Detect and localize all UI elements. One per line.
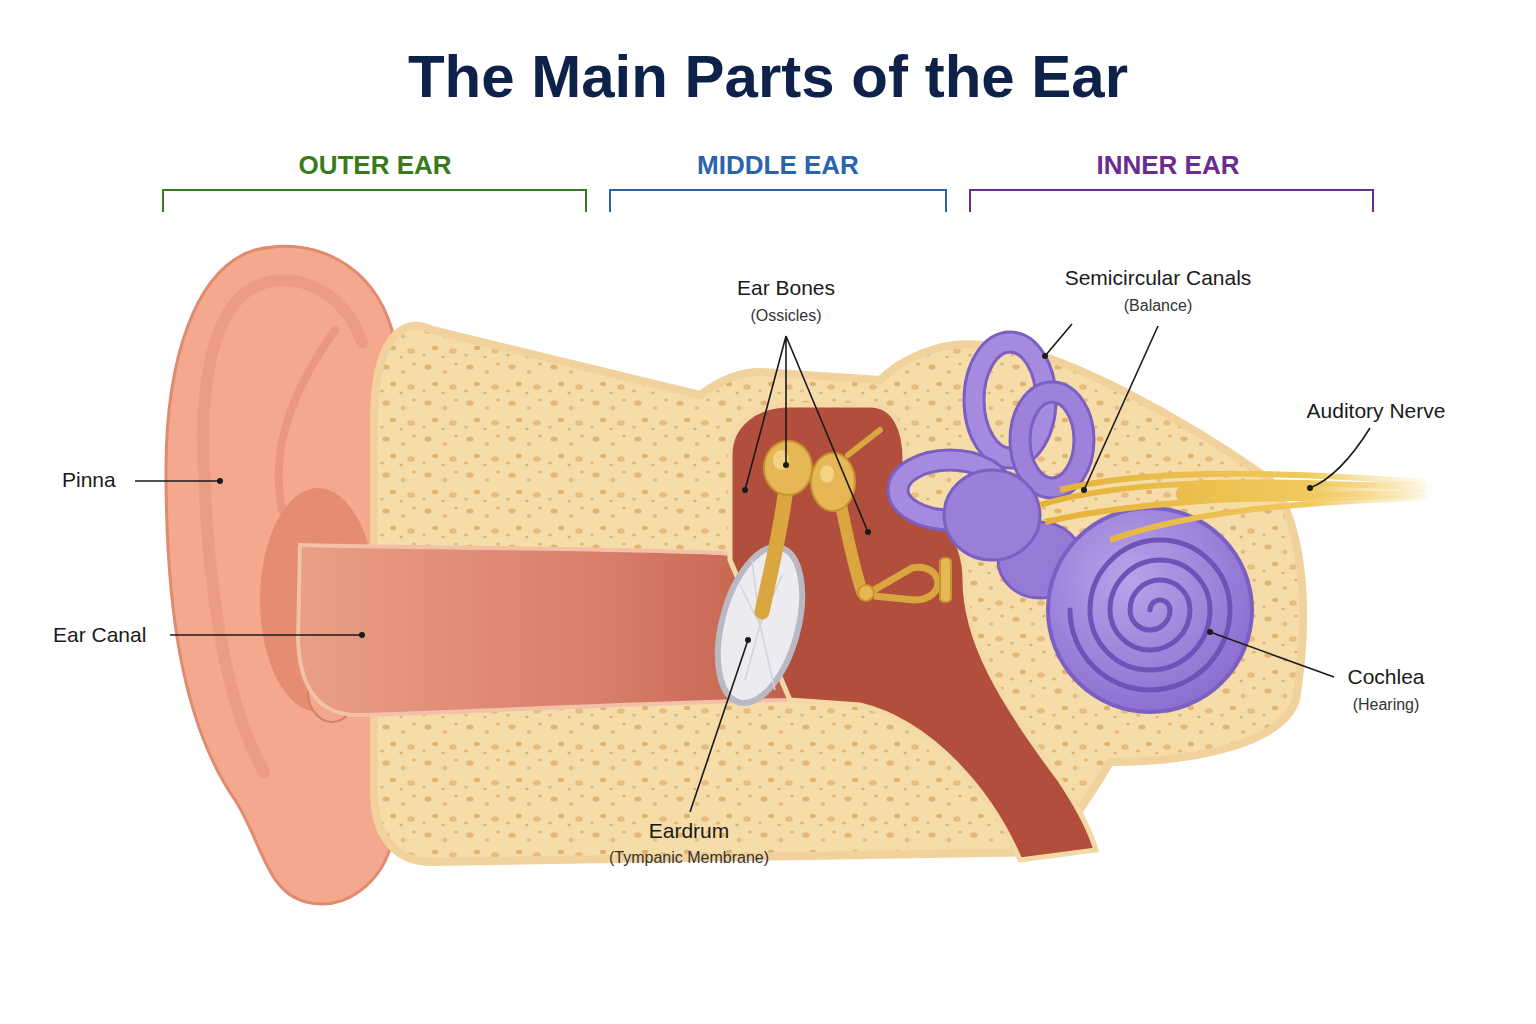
stapes-head — [858, 585, 874, 601]
bone-highlight — [820, 465, 834, 483]
leader-dot — [1307, 485, 1313, 491]
leader-line — [690, 640, 748, 812]
section-heading: MIDDLE EAR — [697, 151, 859, 181]
nerve-fibre — [1110, 498, 1425, 540]
leader-line — [1210, 632, 1334, 677]
part-sublabel: (Tympanic Membrane) — [609, 849, 769, 867]
leader-dot — [359, 632, 365, 638]
section-bracket — [610, 190, 946, 212]
vestibule — [944, 470, 1040, 560]
semicircular-canal — [1020, 392, 1084, 488]
malleus-handle — [762, 488, 786, 612]
leader-dot — [783, 462, 789, 468]
part-label: Ear Canal — [53, 623, 146, 647]
cochlea-spiral — [1070, 540, 1230, 690]
leader-line — [170, 634, 362, 636]
leader-line — [1045, 324, 1158, 490]
leader-line — [135, 480, 220, 482]
eardrum-membrane — [703, 538, 818, 712]
part-label: Ear Bones — [737, 276, 835, 300]
part-label: Pinna — [62, 468, 116, 492]
incus-body — [811, 453, 855, 511]
section-bracket — [970, 190, 1373, 212]
leader-dot — [217, 478, 223, 484]
antihelix-fold — [279, 330, 335, 510]
part-label: Semicircular Canals — [1065, 266, 1252, 290]
cochlea-shell — [1048, 508, 1252, 712]
stapes-footplate — [940, 558, 951, 602]
leader-dot — [1207, 629, 1213, 635]
semicircular-canal — [1020, 392, 1084, 488]
part-sublabel: (Hearing) — [1353, 696, 1420, 714]
section-bracket — [163, 190, 586, 212]
part-label: Auditory Nerve — [1307, 399, 1446, 423]
ear-canal-tube — [298, 545, 790, 715]
part-label: Cochlea — [1347, 665, 1424, 689]
diagram-title: The Main Parts of the Ear — [408, 42, 1128, 111]
incus-process — [840, 500, 862, 592]
leader-dot — [1081, 487, 1087, 493]
stapes-arch — [874, 567, 938, 600]
leader-dot — [865, 529, 871, 535]
part-sublabel: (Balance) — [1124, 297, 1192, 315]
leader-line — [745, 336, 868, 532]
leader-dot — [1042, 353, 1048, 359]
part-sublabel: (Ossicles) — [750, 307, 821, 325]
section-heading: OUTER EAR — [298, 151, 451, 181]
leader-dot — [742, 487, 748, 493]
leader-line — [1310, 428, 1370, 488]
leader-dot — [745, 637, 751, 643]
ossicle-ligament — [848, 430, 880, 455]
malleus-head — [764, 441, 812, 495]
section-heading: INNER EAR — [1096, 151, 1239, 181]
part-label: Eardrum — [649, 819, 730, 843]
